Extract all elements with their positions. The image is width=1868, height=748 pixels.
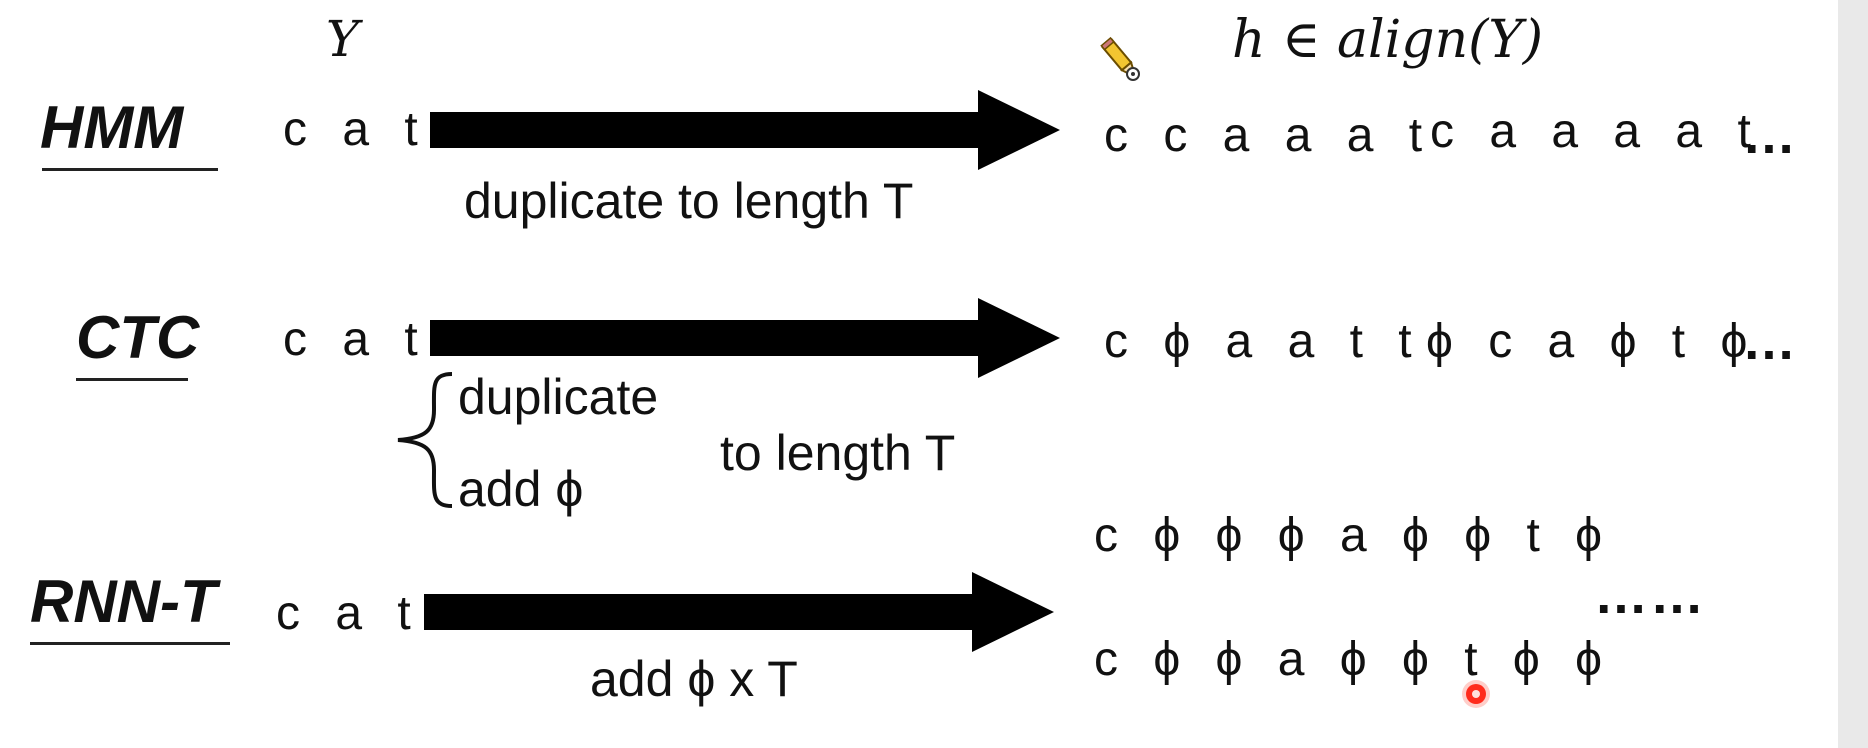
output-symbol: h ∈ align(Y)	[1232, 10, 1543, 70]
ctc-input: c a t	[283, 313, 429, 366]
hmm-output-2: c a a a a t	[1430, 105, 1762, 158]
hmm-output-1: c c a a a t	[1104, 109, 1434, 162]
rnnt-output-1: c ϕ ϕ ϕ a ϕ ϕ t ϕ	[1094, 509, 1614, 562]
input-symbol: Y	[326, 10, 360, 68]
hmm-input: c a t	[283, 103, 429, 156]
rnnt-input: c a t	[276, 587, 422, 640]
right-edge-border	[1838, 0, 1868, 748]
ctc-output-1: c ϕ a a t t	[1104, 315, 1423, 368]
ctc-more: …	[1742, 311, 1796, 371]
model-label-ctc: CTC	[76, 304, 200, 371]
hmm-underline	[42, 168, 218, 171]
ctc-output-2: ϕ c a ϕ t ϕ	[1426, 315, 1759, 368]
ctc-arrow	[430, 298, 1060, 378]
rnnt-output-2: c ϕ ϕ a ϕ ϕ t ϕ ϕ	[1094, 633, 1614, 686]
rnnt-underline	[30, 642, 230, 645]
pencil-icon	[1100, 36, 1140, 81]
ctc-rule-suffix: to length T	[720, 425, 956, 481]
rnnt-rule: add ϕ x T	[590, 651, 798, 707]
model-label-hmm: HMM	[40, 94, 184, 161]
ctc-brace	[397, 372, 453, 508]
ctc-underline	[76, 378, 188, 381]
model-label-rnnt: RNN-T	[30, 568, 217, 635]
rnnt-arrow	[424, 572, 1054, 652]
rnnt-more: ……	[1594, 565, 1706, 625]
ctc-rule-duplicate: duplicate	[458, 369, 659, 425]
hmm-arrow	[430, 90, 1060, 170]
hmm-more: …	[1742, 105, 1796, 165]
cursor-dot-icon	[1466, 684, 1486, 704]
ctc-rule-add-blank: add ϕ	[458, 461, 584, 517]
hmm-rule: duplicate to length T	[464, 173, 914, 229]
